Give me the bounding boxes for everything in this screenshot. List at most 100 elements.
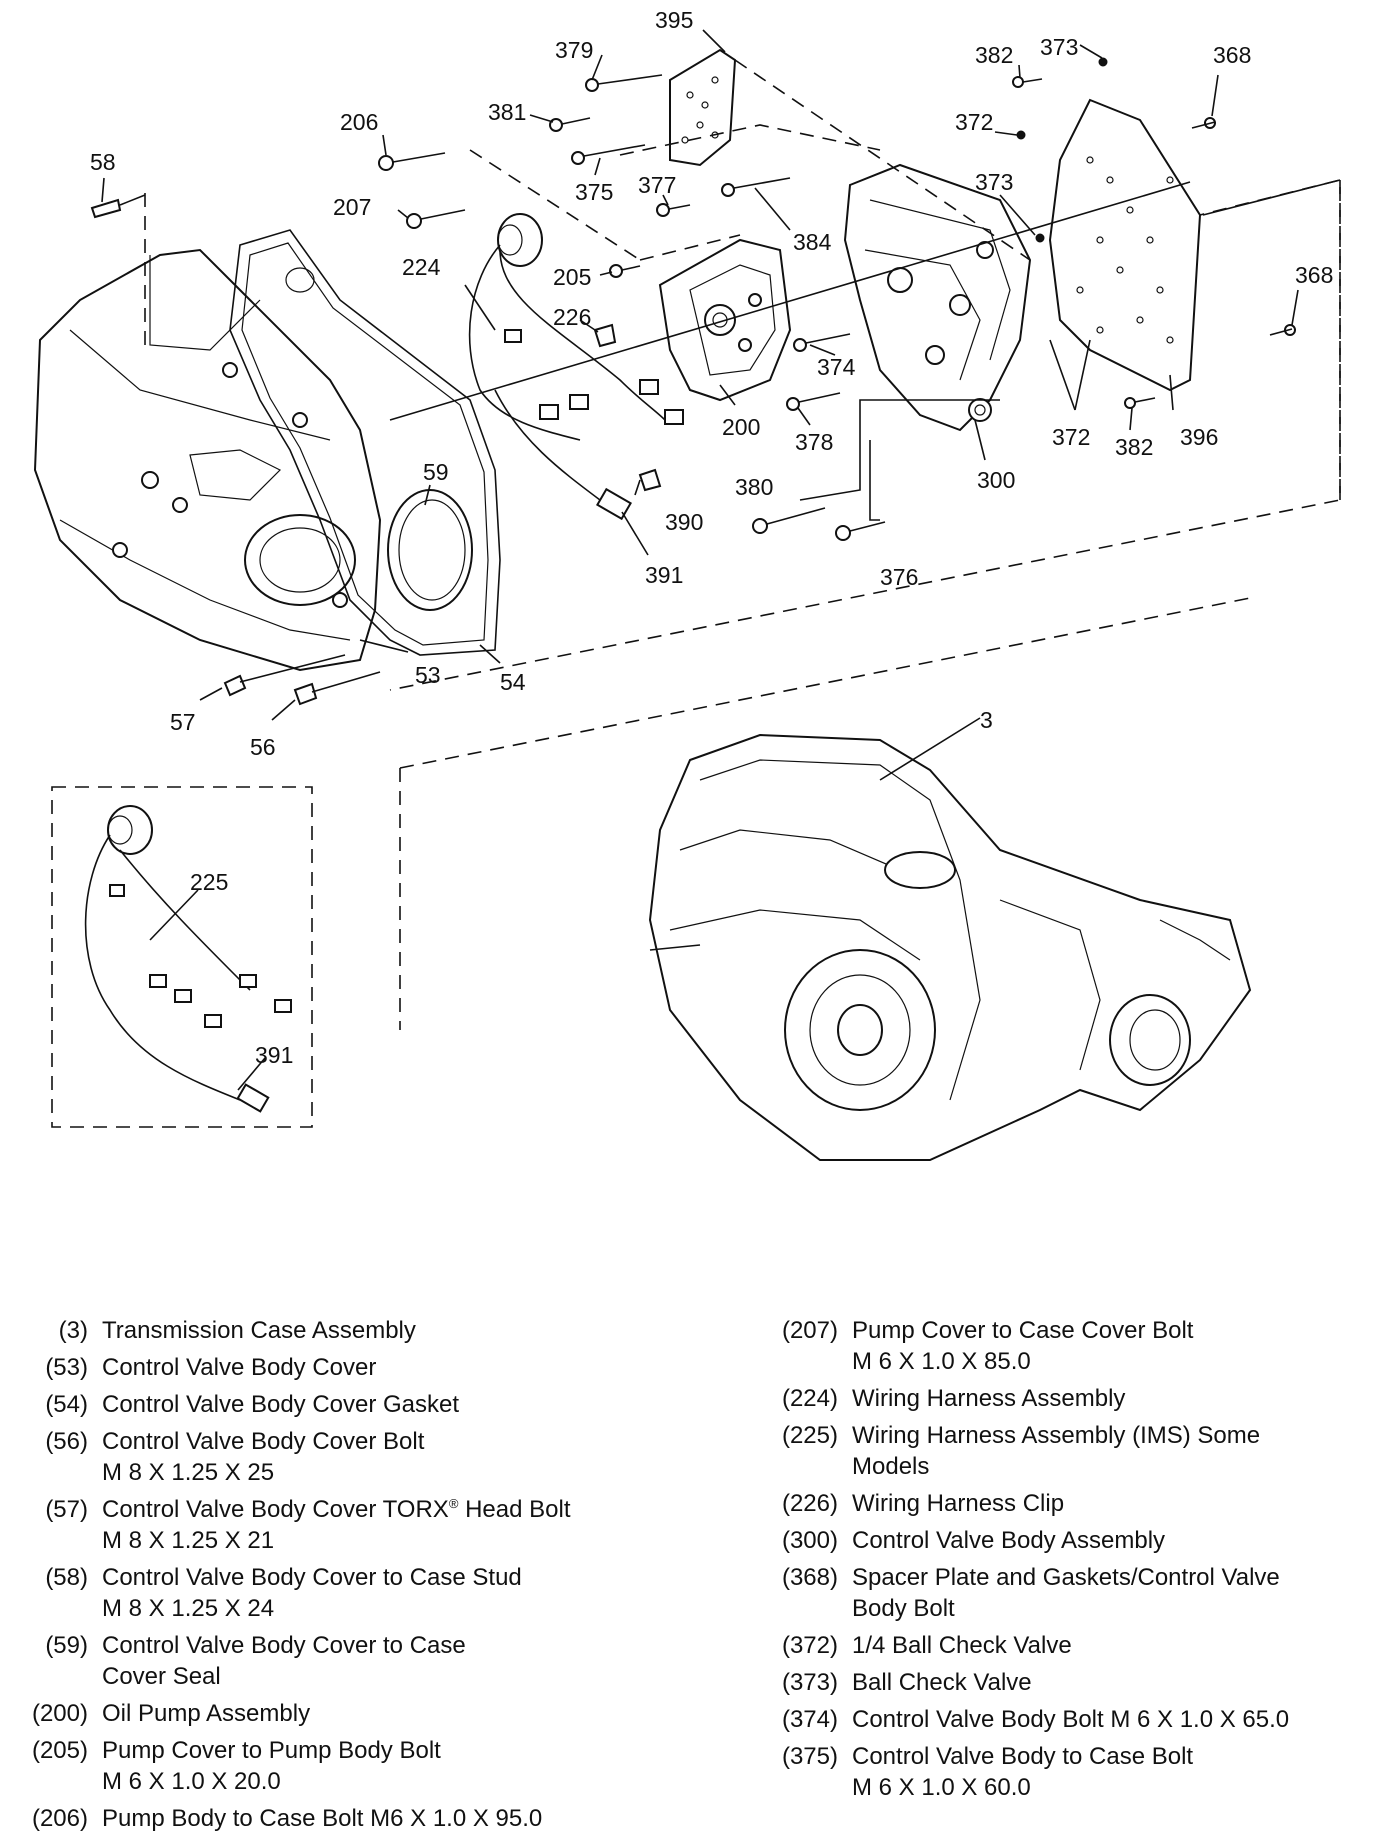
stud-58 (90, 194, 146, 219)
callout-379: 379 (555, 37, 593, 63)
legend-item: (57) Control Valve Body Cover TORX® Head … (8, 1494, 698, 1556)
bolt-57 (223, 654, 346, 697)
callout-391: 391 (645, 562, 683, 588)
bolt-368-right (1269, 324, 1296, 336)
callout-56: 56 (250, 734, 276, 760)
callout-377: 377 (638, 172, 676, 198)
callout-3: 3 (980, 707, 993, 733)
spacer-plate-396 (1048, 98, 1202, 392)
legend-description: Control Valve Body Cover (102, 1354, 377, 1381)
callout-372-top: 372 (955, 109, 993, 135)
bolt-376 (835, 521, 886, 541)
legend-description: Wiring Harness Assembly (IMS) Some Model… (852, 1422, 1261, 1480)
bolt-379 (585, 74, 663, 92)
callout-368-right: 368 (1295, 262, 1333, 288)
callout-376: 376 (880, 564, 918, 590)
legend-number: (373) (781, 1669, 838, 1696)
legend-number: (200) (31, 1700, 88, 1727)
legend-description: Control Valve Body Cover to Case Cover S… (102, 1632, 466, 1690)
legend-number: (368) (781, 1564, 838, 1591)
legend-description: Pump Cover to Case Cover Bolt M 6 X 1.0 … (852, 1317, 1194, 1375)
bolt-380 (752, 507, 826, 534)
callout-59: 59 (423, 459, 449, 485)
callout-374: 374 (817, 354, 856, 380)
callout-225: 225 (190, 869, 228, 895)
callout-207: 207 (333, 194, 371, 220)
bolt-205 (609, 264, 641, 278)
bolt-382-top (1012, 76, 1043, 88)
legend-number: (58) (45, 1564, 88, 1591)
callout-378: 378 (795, 429, 833, 455)
bolt-374 (793, 333, 851, 352)
callout-373-top: 373 (1040, 34, 1078, 60)
legend-number: (226) (781, 1490, 838, 1517)
legend-description: Control Valve Body Assembly (852, 1527, 1166, 1554)
callout-382-bottom: 382 (1115, 434, 1153, 460)
assembly-axis (389, 179, 1341, 421)
legend-number: (225) (781, 1422, 838, 1449)
parts-legend-right: (207) Pump Cover to Case Cover Bolt M 6 X… (750, 1315, 1390, 1809)
legend-item: (58)Control Valve Body Cover to Case Stu… (8, 1562, 698, 1624)
callouts: 395 379 381 375 206 207 224 205 226 200 … (90, 7, 1333, 1068)
alignment-line-206 (469, 149, 641, 261)
bolt-382-bottom (1124, 397, 1156, 409)
legend-description: Spacer Plate and Gaskets/Control Valve B… (852, 1564, 1280, 1622)
alignment-line-205 (639, 234, 741, 261)
ball-check-valve-373-top (1098, 57, 1108, 67)
alignment-line-375 (619, 124, 881, 156)
legend-item: (300) Control Valve Body Assembly (750, 1525, 1390, 1556)
control-valve-body-cover (33, 248, 382, 672)
legend-description: 1/4 Ball Check Valve (852, 1632, 1072, 1659)
legend-number: (3) (58, 1317, 88, 1344)
callout-372-bottom: 372 (1052, 424, 1090, 450)
legend-number: (375) (781, 1743, 838, 1770)
legend-number: (56) (45, 1428, 88, 1455)
callout-373: 373 (975, 169, 1013, 195)
callout-390: 390 (665, 509, 703, 535)
legend-description-spec: M 8 X 1.25 X 21 (102, 1527, 275, 1554)
legend-number: (53) (45, 1354, 88, 1381)
legend-item: (205)Pump Cover to Pump Body Bolt M 6 X … (8, 1735, 698, 1797)
legend-number: (205) (31, 1737, 88, 1764)
legend-number: (59) (45, 1632, 88, 1659)
bolt-368-top (1191, 117, 1216, 129)
legend-number: (207) (781, 1317, 838, 1344)
bolt-56 (293, 671, 381, 706)
alignment-line-plate (1199, 178, 1341, 500)
legend-number: (206) (31, 1805, 88, 1832)
callout-396: 396 (1180, 424, 1218, 450)
legend-description: Control Valve Body Cover TORX® Head Bolt… (102, 1494, 698, 1556)
legend-description: Wiring Harness Assembly (852, 1385, 1126, 1412)
parts-legend-left: (3)Transmission Case Assembly (53)Contro… (8, 1315, 698, 1840)
legend-item: (54)Control Valve Body Cover Gasket (8, 1389, 698, 1420)
callout-205: 205 (553, 264, 591, 290)
bolt-384 (721, 177, 791, 197)
legend-description: Control Valve Body to Case Bolt M 6 X 1.… (852, 1743, 1194, 1801)
legend-item: (206)Pump Body to Case Bolt M6 X 1.0 X 9… (8, 1803, 698, 1834)
ims-harness-inset (51, 786, 313, 1128)
legend-item: (226) Wiring Harness Clip (750, 1488, 1390, 1519)
legend-item: (225) Wiring Harness Assembly (IMS) Some … (750, 1420, 1390, 1482)
bolt-381 (549, 117, 591, 132)
bolt-378 (786, 392, 841, 411)
bolt-207 (406, 209, 466, 229)
legend-item: (368) Spacer Plate and Gaskets/Control Va… (750, 1562, 1390, 1624)
legend-number: (372) (781, 1632, 838, 1659)
registered-mark: ® (448, 1496, 459, 1511)
legend-number: (300) (781, 1527, 838, 1554)
legend-number: (57) (45, 1496, 88, 1523)
bolt-206 (378, 152, 446, 171)
callout-381: 381 (488, 99, 526, 125)
legend-item: (53) Control Valve Body Cover (8, 1352, 698, 1383)
callout-380: 380 (735, 474, 773, 500)
wiring-harness-clip (593, 323, 617, 348)
legend-description: Wiring Harness Clip (852, 1490, 1065, 1517)
callout-382-top: 382 (975, 42, 1013, 68)
bolt-377 (656, 203, 691, 217)
alignment-line-395 (734, 59, 1031, 261)
legend-description: Oil Pump Assembly (102, 1700, 311, 1727)
legend-item: (372) 1/4 Ball Check Valve (750, 1630, 1390, 1661)
legend-item: (56)Control Valve Body Cover Bolt M 8 X … (8, 1426, 698, 1488)
legend-description-part: Control Valve Body Cover TORX (102, 1496, 449, 1523)
